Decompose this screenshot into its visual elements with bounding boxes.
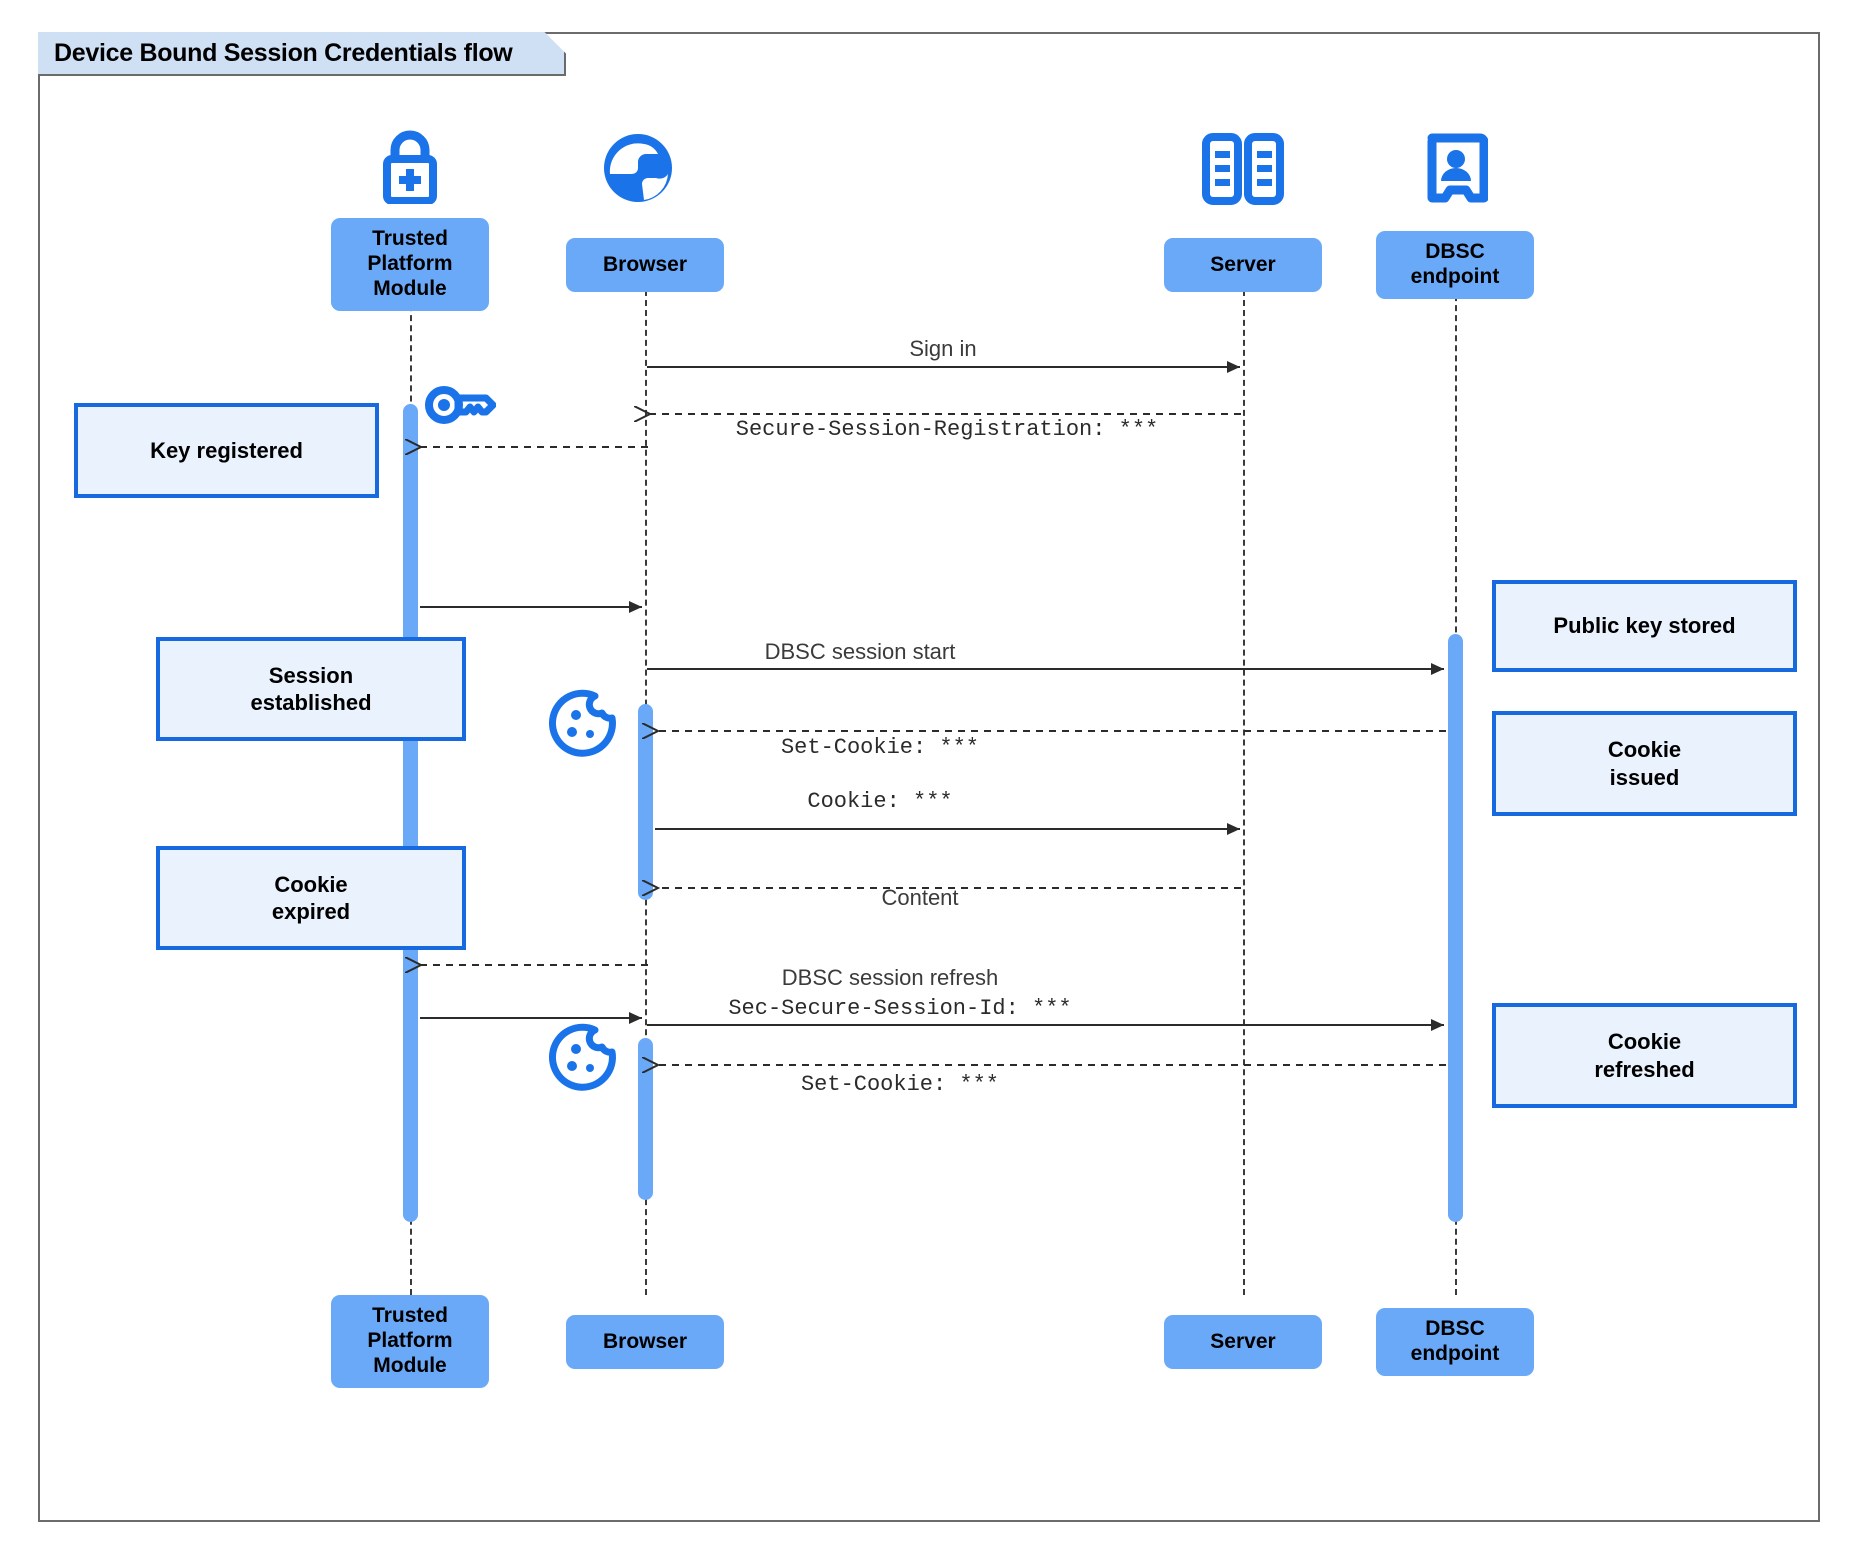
participant-browser-top[interactable]: Browser [566,238,724,292]
message-label-sign-in: Sign in [909,336,977,361]
message-label-sec-secure-session-id: Sec-Secure-Session-Id: *** [728,996,1072,1021]
cookie-icon [548,1022,618,1092]
server-rack-icon [1200,133,1286,205]
note-cookie-refreshed: Cookie refreshed [1492,1003,1797,1108]
participant-tpm-bottom[interactable]: Trusted Platform Module [331,1295,489,1388]
message-label-secure-session-registration: Secure-Session-Registration: *** [735,417,1159,442]
message-label-content: Content [881,885,959,910]
message-label-dbsc-session-start: DBSC session start [764,639,956,664]
note-cookie-expired: Cookie expired [156,846,466,950]
activation-bar-dbsc [1448,634,1463,1222]
key-icon [424,381,496,429]
message-label-dbsc-session-refresh: DBSC session refresh [781,965,999,990]
participant-dbsc-top[interactable]: DBSC endpoint [1376,231,1534,299]
activation-bar-browser-2 [638,1038,653,1200]
message-label-set-cookie-1: Set-Cookie: *** [780,735,980,760]
activation-bar-tpm [403,404,418,1222]
message-label-cookie: Cookie: *** [807,789,953,814]
note-session-established: Session established [156,637,466,741]
id-badge-icon [1424,132,1488,208]
globe-icon [600,130,676,206]
note-public-key-stored: Public key stored [1492,580,1797,672]
message-label-set-cookie-2: Set-Cookie: *** [800,1072,1000,1097]
diagram-title: Device Bound Session Credentials flow [38,32,566,76]
padlock-plus-icon [370,128,450,204]
participant-server-bottom[interactable]: Server [1164,1315,1322,1369]
activation-bar-browser-1 [638,704,653,900]
participant-dbsc-bottom[interactable]: DBSC endpoint [1376,1308,1534,1376]
cookie-icon [548,688,618,758]
participant-tpm-top[interactable]: Trusted Platform Module [331,218,489,311]
lifeline-server [1243,250,1245,1295]
note-cookie-issued: Cookie issued [1492,711,1797,816]
participant-server-top[interactable]: Server [1164,238,1322,292]
note-key-registered: Key registered [74,403,379,498]
participant-browser-bottom[interactable]: Browser [566,1315,724,1369]
